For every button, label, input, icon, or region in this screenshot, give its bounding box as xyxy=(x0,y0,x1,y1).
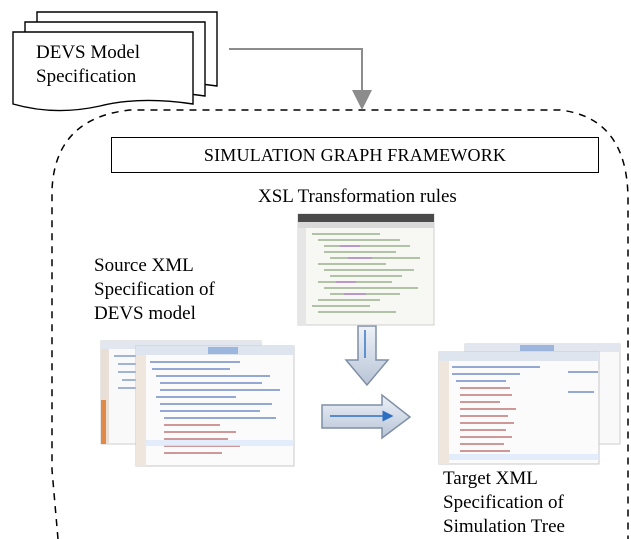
devs-to-framework-connector xyxy=(229,48,372,110)
target-xml-label: Target XML Specification of Simulation T… xyxy=(443,468,565,537)
right-transform-arrow xyxy=(321,393,412,440)
source-xml-label: Source XML Specification of DEVS model xyxy=(94,255,215,324)
framework-dashed-border xyxy=(51,109,629,539)
devs-model-specification-label: DEVS Model Specification xyxy=(36,42,140,87)
xsl-transformation-label: XSL Transformation rules xyxy=(258,186,457,207)
target-code-thumbnail-icon xyxy=(438,343,621,465)
down-transform-arrow xyxy=(344,325,390,387)
framework-title-banner: SIMULATION GRAPH FRAMEWORK xyxy=(111,137,599,173)
framework-title: SIMULATION GRAPH FRAMEWORK xyxy=(203,144,507,165)
devs-document-stack xyxy=(12,11,218,112)
xsl-code-thumbnail-icon xyxy=(297,213,435,326)
source-code-thumbnail-icon xyxy=(100,340,295,467)
